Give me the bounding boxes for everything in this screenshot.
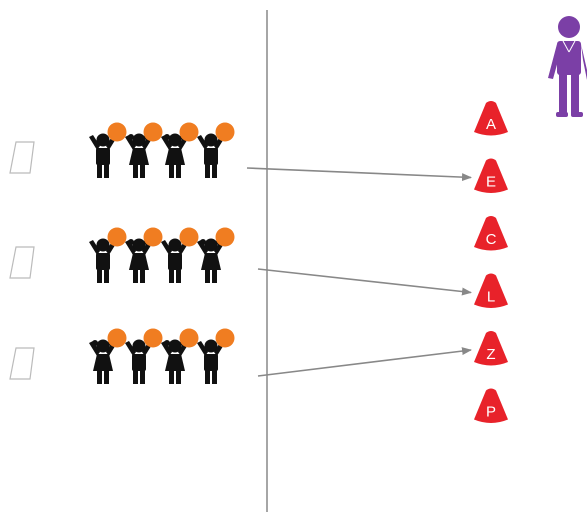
child-with-ball-icon [89, 227, 127, 283]
child-with-ball-icon [89, 328, 127, 384]
cone-label: C [486, 231, 497, 248]
pass-arrow [257, 268, 472, 296]
empty-box-icon [9, 246, 35, 279]
empty-box-icon [9, 347, 35, 380]
cone-label: A [486, 116, 496, 133]
child-with-ball-icon [197, 328, 235, 384]
cone-icon: L [474, 273, 508, 308]
child-with-ball-icon [161, 122, 199, 178]
cone-label: Z [486, 346, 495, 363]
cone-icon: C [474, 216, 508, 251]
cone-icon: P [474, 388, 508, 423]
pass-arrow [246, 167, 472, 182]
cone-label: L [487, 289, 495, 306]
child-with-ball-icon [125, 227, 163, 283]
cone-icon: Z [474, 331, 508, 366]
cone-icon: A [474, 101, 508, 136]
child-with-ball-icon [89, 122, 127, 178]
child-with-ball-icon [125, 328, 163, 384]
child-with-ball-icon [125, 122, 163, 178]
cone-icon: E [474, 158, 508, 193]
pass-arrow [257, 347, 472, 377]
child-with-ball-icon [197, 122, 235, 178]
coach-person-icon [548, 16, 587, 117]
child-with-ball-icon [161, 227, 199, 283]
child-with-ball-icon [161, 328, 199, 384]
child-with-ball-icon [197, 227, 235, 283]
cone-label: E [486, 174, 496, 191]
cone-label: P [486, 404, 496, 421]
empty-box-icon [9, 141, 35, 174]
